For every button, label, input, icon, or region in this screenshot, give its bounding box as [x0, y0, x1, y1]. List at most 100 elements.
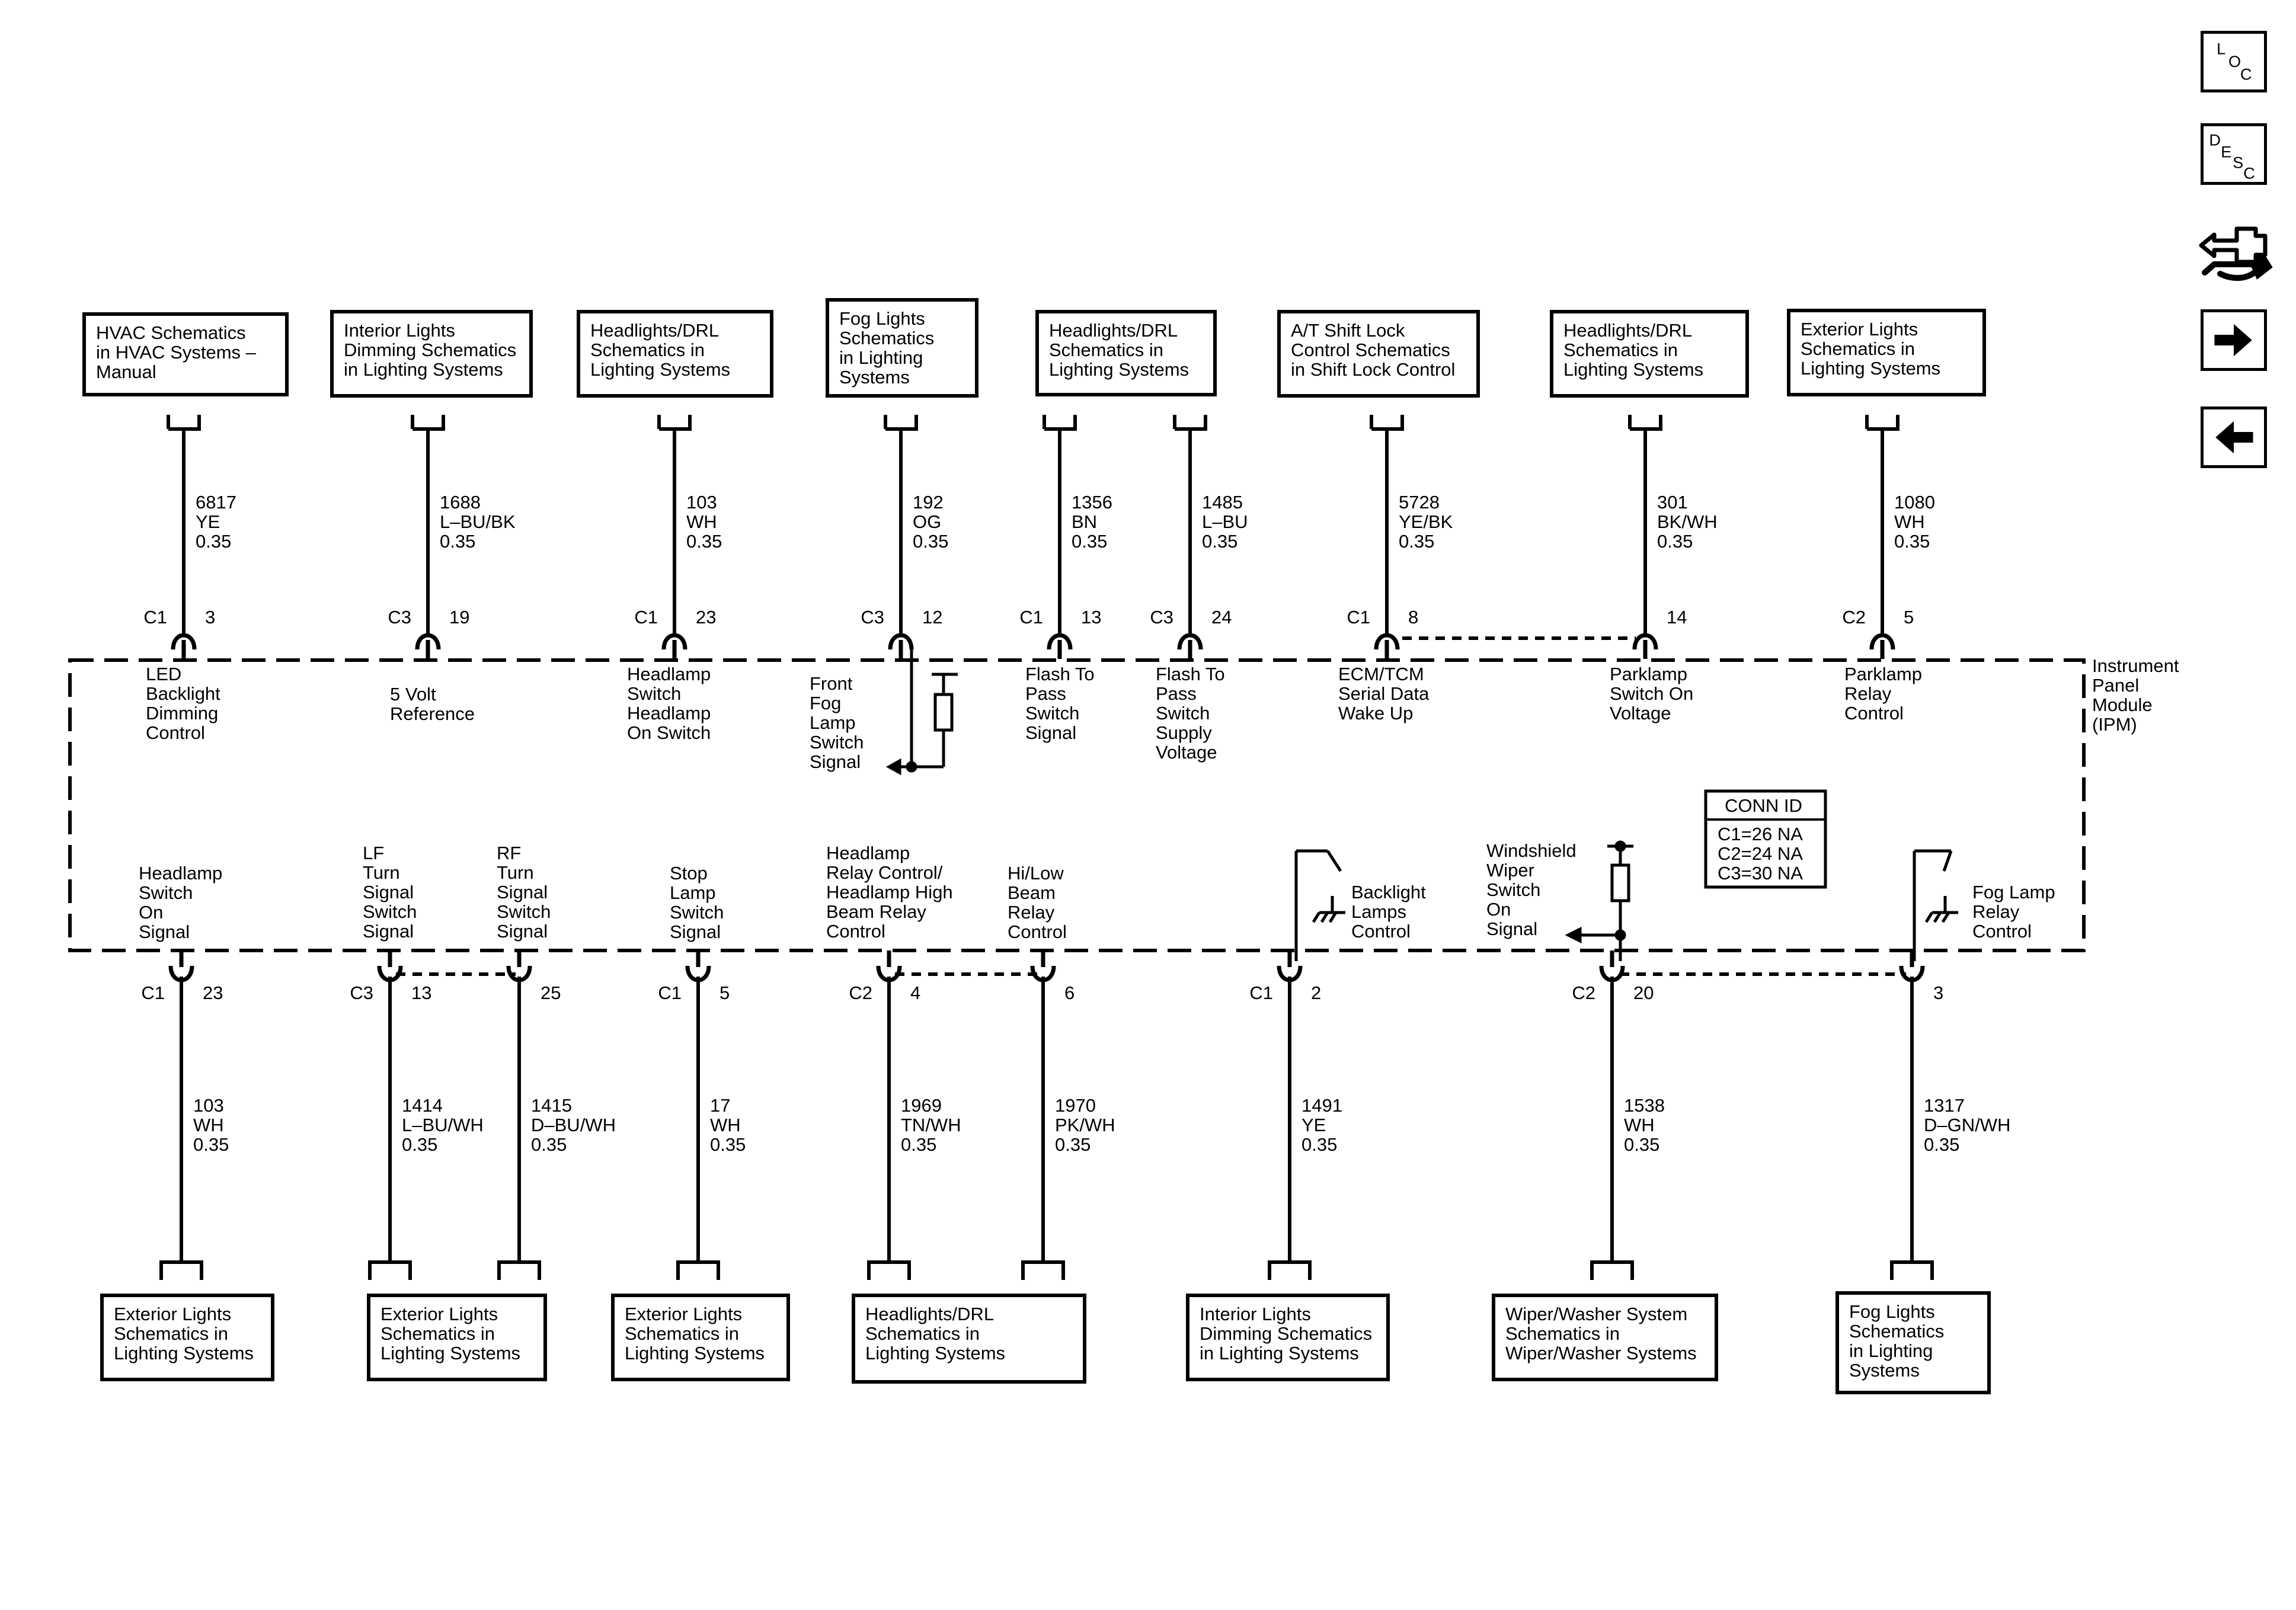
reference-box-label: Schematics in — [1049, 340, 1163, 360]
wire-label: 0.35 — [1202, 531, 1237, 552]
terminal-bracket — [1628, 415, 1662, 431]
pin-function: Control — [1008, 921, 1067, 942]
pin-function: Front — [810, 673, 853, 694]
pin-function: Beam — [1008, 882, 1056, 903]
reference-box-label: Exterior Lights — [625, 1304, 742, 1324]
pin-function: Signal — [1025, 722, 1076, 743]
previous-button[interactable] — [2201, 406, 2267, 468]
pin-function: Switch — [139, 882, 193, 903]
reference-box-label: Dimming Schematics — [1200, 1323, 1372, 1344]
reference-box — [852, 1294, 1086, 1384]
reference-box — [1550, 310, 1749, 398]
wire-label: 192 — [913, 492, 944, 513]
pin-terminal — [1177, 633, 1203, 650]
loc-icon: L O C — [2217, 39, 2252, 83]
terminal-bracket — [159, 1260, 203, 1280]
reference-box-label: Interior Lights — [344, 320, 455, 341]
pin-function: Lamp — [670, 882, 716, 903]
module-title: Instrument Panel Module (IPM) — [2092, 655, 2179, 735]
desc-button[interactable]: D E S C — [2201, 123, 2267, 185]
reference-box-label: HVAC Schematics — [96, 322, 246, 343]
reference-box-label: Headlights/DRL — [1049, 320, 1178, 341]
reference-box-label: Schematics in — [625, 1323, 739, 1344]
reference-box-label: Lighting Systems — [114, 1343, 254, 1363]
reference-box-label: Schematics — [839, 328, 934, 348]
wire-label: 0.35 — [196, 531, 231, 552]
connector-wrench-button[interactable] — [2196, 220, 2273, 284]
desc-icon: D E S C — [2209, 131, 2255, 183]
pin-function: Flash To — [1025, 664, 1095, 684]
desc-letter: E — [2221, 142, 2231, 161]
pin-terminal — [661, 633, 687, 650]
wire-label: 1485 — [1202, 492, 1243, 513]
wire-label: 1688 — [440, 492, 481, 513]
wire-label: 17 — [710, 1095, 730, 1116]
wire-label: PK/WH — [1055, 1115, 1115, 1135]
terminal-bracket — [1043, 415, 1077, 431]
reference-box — [577, 310, 773, 398]
pin-function: Headlamp — [139, 863, 222, 884]
pin-number: 13 — [1081, 607, 1101, 628]
wire-label: 0.35 — [440, 531, 475, 552]
next-button[interactable] — [2201, 309, 2267, 371]
pin-number: 2 — [1311, 982, 1321, 1003]
reference-box — [1277, 310, 1480, 398]
wire-label: 0.35 — [901, 1134, 936, 1155]
wire-label: 0.35 — [1302, 1134, 1337, 1155]
reference-box — [367, 1294, 547, 1381]
loc-button[interactable]: L O C — [2201, 31, 2267, 92]
pin-function: Signal — [1486, 918, 1537, 939]
backlight-ground-switch — [1294, 849, 1345, 961]
pin-function: On — [139, 902, 163, 923]
pin-function: Signal — [497, 921, 548, 942]
pin-function: Switch — [363, 901, 417, 922]
wire-label: WH — [193, 1115, 224, 1135]
pin-function: Switch — [1156, 703, 1210, 724]
wire-label: 5728 — [1399, 492, 1440, 513]
terminal-bracket — [1590, 1260, 1634, 1280]
wire-label: 0.35 — [1657, 531, 1693, 552]
wire-label: 0.35 — [710, 1134, 746, 1155]
pin-terminal — [1632, 633, 1658, 650]
wire-label: YE — [196, 511, 220, 532]
pin-function: Wiper — [1486, 860, 1534, 881]
arrow-right-icon — [2214, 324, 2252, 357]
connector-id: C1 — [1347, 607, 1370, 628]
pin-function: Wake Up — [1338, 703, 1413, 724]
reference-box-label: Exterior Lights — [380, 1304, 498, 1324]
pin-terminal — [171, 633, 197, 650]
wire-label: 1414 — [402, 1095, 443, 1116]
pin-terminal — [888, 633, 914, 650]
reference-box — [330, 310, 533, 398]
pin-terminal — [415, 633, 441, 650]
wire-label: OG — [913, 511, 941, 532]
pin-function: Lamp — [810, 712, 856, 733]
loc-letter: O — [2228, 52, 2241, 71]
reference-box — [1186, 1294, 1390, 1381]
wire-label: 1970 — [1055, 1095, 1096, 1116]
reference-box — [100, 1294, 274, 1381]
terminal-bracket — [1890, 1260, 1934, 1280]
pin-terminal — [1869, 633, 1895, 650]
connector-id: C3 — [350, 982, 373, 1003]
pin-number: 23 — [203, 982, 223, 1003]
reference-box — [1035, 310, 1217, 396]
connector-id: C1 — [1249, 982, 1273, 1003]
pin-function: Voltage — [1610, 703, 1671, 724]
pin-function: Headlamp — [826, 843, 910, 863]
pin-number: 20 — [1633, 982, 1654, 1003]
pin-function: Control — [146, 722, 205, 743]
wire-label: 1491 — [1302, 1095, 1342, 1116]
pin-function: Control — [1844, 703, 1904, 724]
reference-box-label: Headlights/DRL — [1563, 320, 1692, 341]
wire-label: 1356 — [1072, 492, 1112, 513]
pin-number: 14 — [1667, 607, 1687, 628]
svg-text:(IPM): (IPM) — [2092, 714, 2137, 735]
wire-label: WH — [1624, 1115, 1655, 1135]
